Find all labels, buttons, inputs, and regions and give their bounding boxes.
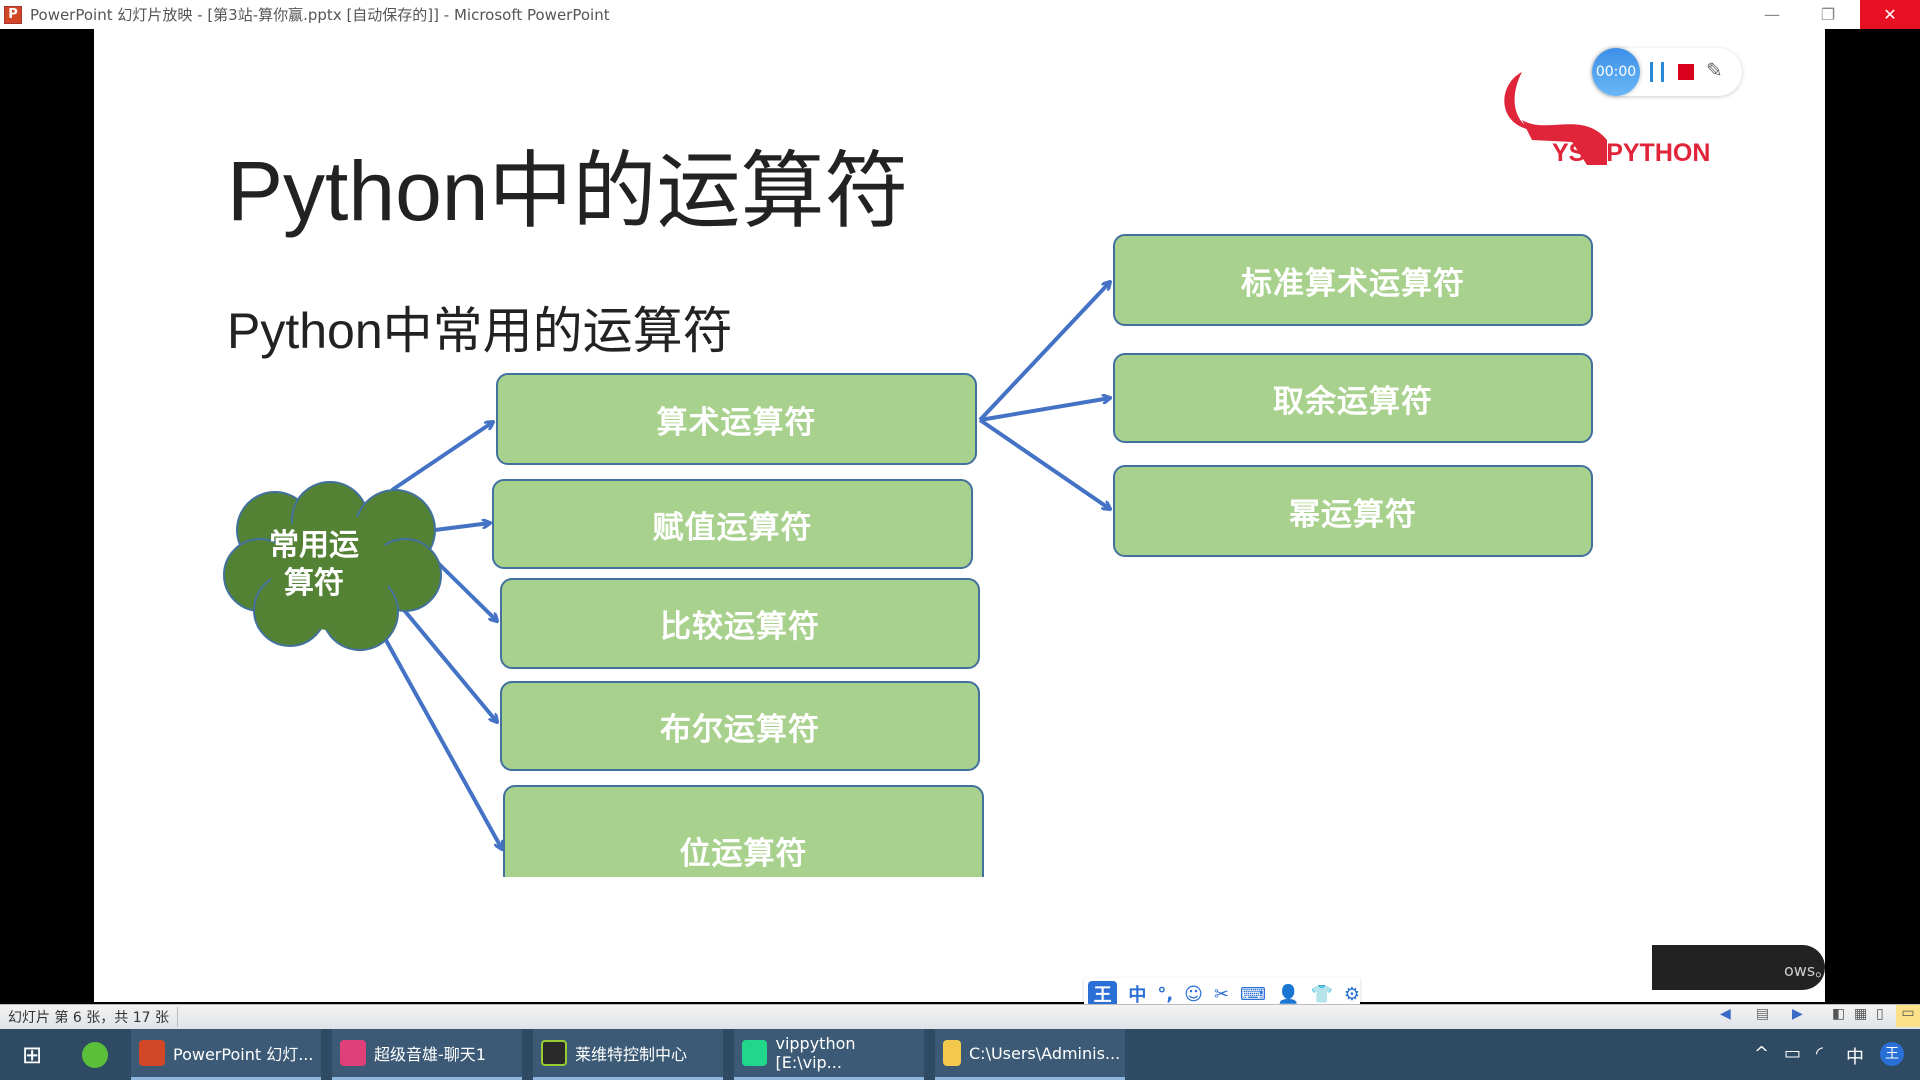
center-node-line1: 常用运	[269, 528, 359, 563]
window-title: PowerPoint 幻灯片放映 - [第3站-算你赢.pptx [自动保存的]…	[30, 6, 610, 24]
title-bar: P PowerPoint 幻灯片放映 - [第3站-算你赢.pptx [自动保存…	[0, 0, 1920, 29]
record-timer: 00:00	[1592, 48, 1640, 96]
arrow-to-bitwise	[380, 632, 502, 849]
powerpoint-icon	[139, 1040, 165, 1066]
wifi-icon[interactable]: ◜	[1816, 1043, 1823, 1064]
taskbar-label: vippython [E:\vip...	[775, 1034, 856, 1072]
arrow-to-modulo	[979, 398, 1110, 422]
ime-chinese-mode[interactable]: 中	[1128, 985, 1147, 1006]
arrow-to-standard	[978, 282, 1110, 422]
logo-text: YSJ.PYTHON	[1552, 139, 1711, 167]
taskbar-item-powerpoint[interactable]: PowerPoint 幻灯...	[131, 1029, 321, 1080]
taskbar-label: 莱维特控制中心	[575, 1045, 688, 1064]
ime-indicator[interactable]: 中	[1846, 1047, 1864, 1068]
ime-logo-icon[interactable]: 王	[1088, 981, 1118, 1007]
chat-app-icon	[340, 1040, 366, 1066]
control-center-icon	[541, 1040, 567, 1066]
arrow-to-power	[978, 418, 1110, 509]
slide-counter: 幻灯片 第 6 张，共 17 张	[0, 1007, 178, 1027]
center-node: 常用运 算符	[244, 527, 384, 603]
taskbar-label: 超级音雄-聊天1	[374, 1045, 486, 1064]
arrow-to-comparison	[436, 561, 497, 621]
restore-button[interactable]: ❐	[1820, 5, 1836, 24]
ysj-python-logo: YSJ.PYTHON	[1492, 70, 1732, 170]
taskbar-item-pycharm[interactable]: vippython [E:\vip...	[734, 1029, 924, 1080]
box-comparison: 比较运算符	[500, 578, 980, 669]
stop-icon[interactable]	[1678, 64, 1694, 80]
taskbar-label: C:\Users\Adminis...	[969, 1043, 1121, 1063]
box-assignment: 赋值运算符	[492, 479, 973, 569]
taskbar-item-explorer[interactable]: C:\Users\Adminis...	[935, 1029, 1125, 1080]
ime-skin-icon[interactable]: 👕	[1310, 983, 1333, 1005]
next-slide-icon[interactable]: ▶	[1792, 1006, 1803, 1022]
slide-menu-icon[interactable]: ▤	[1756, 1006, 1770, 1022]
pause-icon[interactable]	[1650, 62, 1664, 82]
arrow-to-assignment	[434, 523, 490, 532]
powerpoint-icon: P	[4, 5, 22, 24]
ime-settings-icon[interactable]: ⚙	[1343, 983, 1360, 1005]
battery-icon[interactable]: ▭	[1784, 1043, 1802, 1064]
box-power: 幂运算符	[1113, 465, 1593, 557]
slide-subtitle: Python中常用的运算符	[227, 303, 733, 359]
recorder-widget: 00:00 ✎	[1592, 48, 1742, 96]
slide-sorter-icon[interactable]: ▦	[1854, 1006, 1868, 1022]
ime-scissors-icon[interactable]: ✂	[1213, 983, 1230, 1005]
browser-icon[interactable]	[74, 1029, 108, 1080]
bull-logo-icon	[1504, 72, 1607, 165]
tray-chevron-icon[interactable]: ^	[1754, 1043, 1770, 1064]
box-standard-arithmetic: 标准算术运算符	[1113, 234, 1593, 326]
pycharm-icon	[742, 1040, 768, 1066]
start-button[interactable]: ⊞	[22, 1040, 43, 1069]
pen-icon[interactable]: ✎	[1706, 58, 1723, 82]
diagram-connectors	[223, 29, 1825, 1002]
box-modulo: 取余运算符	[1113, 353, 1593, 443]
reading-view-icon[interactable]: ▯	[1876, 1006, 1884, 1022]
ime-emoji-icon[interactable]: ☺	[1184, 983, 1203, 1005]
box-bitwise: 位运算符	[503, 785, 984, 877]
close-button[interactable]: ✕	[1860, 0, 1920, 29]
slide-title: Python中的运算符	[227, 144, 909, 238]
ime-user-icon[interactable]: 👤	[1277, 983, 1300, 1005]
slide: Python中的运算符 Python中常用的运算符 常用运 算符 算术运算符 赋…	[94, 29, 1825, 1002]
taskbar-item-control-center[interactable]: 莱维特控制中心	[533, 1029, 723, 1080]
previous-slide-icon[interactable]: ◀	[1720, 1006, 1731, 1022]
box-boolean: 布尔运算符	[500, 681, 980, 771]
cloud-shape	[223, 481, 442, 651]
arrow-to-arithmetic	[390, 422, 493, 492]
normal-view-icon[interactable]: ◧	[1832, 1006, 1846, 1022]
taskbar-label: PowerPoint 幻灯...	[173, 1045, 314, 1064]
ime-keyboard-icon[interactable]: ⌨	[1240, 983, 1267, 1005]
slideshow-view-icon[interactable]: ▭	[1896, 1005, 1920, 1027]
taskbar: ⊞ PowerPoint 幻灯... 超级音雄-聊天1 莱维特控制中心 vipp…	[0, 1029, 1920, 1080]
ime-punctuation-icon[interactable]: °,	[1157, 983, 1174, 1005]
folder-icon	[943, 1040, 961, 1066]
status-bar: 幻灯片 第 6 张，共 17 张	[0, 1004, 1920, 1029]
arrow-to-boolean	[402, 608, 497, 722]
minimize-button[interactable]: —	[1764, 5, 1780, 24]
notification-overlay: ows。	[1652, 945, 1831, 990]
box-arithmetic: 算术运算符	[496, 373, 977, 465]
taskbar-item-chat[interactable]: 超级音雄-聊天1	[332, 1029, 522, 1080]
ime-tray-icon[interactable]: 王	[1880, 1042, 1904, 1066]
center-node-line2: 算符	[284, 566, 344, 601]
